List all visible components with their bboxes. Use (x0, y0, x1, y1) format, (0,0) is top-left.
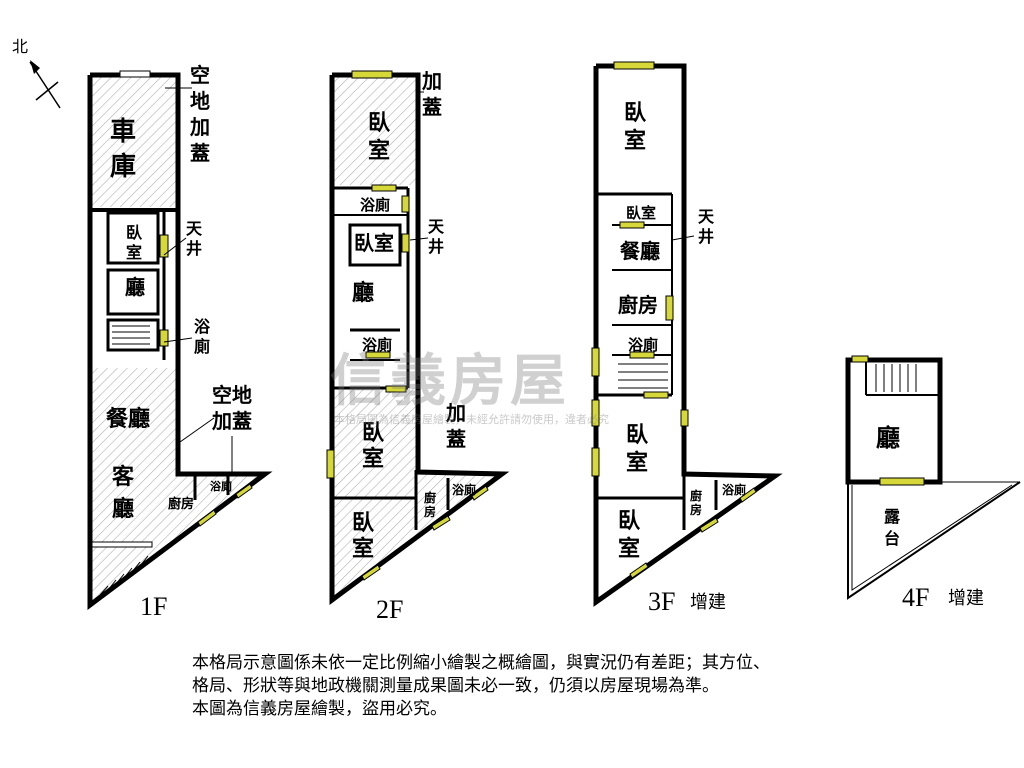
compass: 北 (12, 37, 61, 109)
f3-bath2: 浴廁 (722, 482, 746, 497)
bedroom-label-2: 室 (126, 243, 142, 262)
skylight-1: 天 (186, 219, 203, 238)
disclaimer-line-2: 格局、形狀等與地政機關測量成果圖未必一致，仍須以房屋現場為準。 (192, 676, 719, 696)
f2-kitchen-2: 房 (424, 504, 436, 519)
bath-1: 浴 (194, 317, 211, 336)
f2-addon-top-2: 蓋 (422, 95, 442, 119)
f2-bedroom3-1: 臥 (362, 420, 385, 446)
f2-bedroom4-2: 室 (352, 536, 374, 562)
f3-bath1: 浴廁 (628, 336, 658, 354)
addon-top-4: 蓋 (190, 141, 210, 165)
living-label-2: 廳 (112, 496, 134, 522)
bath2-label: 浴廁 (210, 479, 232, 493)
f4-terrace-1: 露 (884, 507, 901, 526)
f3-bedroom3-1: 臥 (626, 422, 649, 448)
f2-bedroom4-1: 臥 (352, 510, 375, 536)
f3-bedroom3-2: 室 (626, 450, 648, 476)
bedroom-label-1: 臥 (126, 223, 143, 242)
floor-1f: 車 庫 空 地 加 蓋 臥 室 天 井 廳 浴 廁 餐廳 空地 加蓋 客 廳 廚… (87, 63, 273, 621)
f2-addon-top-1: 加 (421, 69, 442, 93)
floor-3f: 臥 室 臥室 天 井 餐廳 廚房 浴廁 臥 室 廚 房 浴廁 臥 室 3F 增建 (591, 61, 783, 616)
f3-bedroom2: 臥室 (626, 204, 656, 222)
garage-label-2: 庫 (110, 152, 136, 182)
disclaimer-line-1: 本格局示意圖係未依一定比例縮小繪製之概繪圖，與實況仍有差距；其方位、 (192, 653, 770, 673)
dining-label: 餐廳 (106, 406, 150, 432)
watermark-sub: 本格局圖為信義房屋繪製，未經允許請勿使用，違者必究 (334, 413, 609, 426)
bath-2: 廁 (194, 337, 210, 356)
addon-mid-2: 加蓋 (211, 409, 252, 433)
f4-hall: 廳 (876, 423, 900, 452)
watermark-brand: 信義房屋 (330, 349, 570, 414)
addon-top-2: 地 (190, 89, 210, 113)
hall-label: 廳 (125, 275, 145, 299)
f2-bedroom3-2: 室 (362, 446, 384, 472)
f2-bath2: 浴廁 (362, 336, 392, 354)
f3-skylight-2: 井 (698, 227, 714, 246)
f2-bedroom1-2: 室 (368, 138, 390, 164)
f3-kitchen: 廚房 (618, 293, 658, 317)
living-label-1: 客 (112, 464, 135, 490)
floor-2f: 加 蓋 臥 室 浴廁 天 井 臥室 廳 浴廁 加 蓋 臥 室 廚 房 浴廁 臥 … (326, 69, 510, 624)
f3-bedroom4-1: 臥 (618, 508, 641, 534)
addon-top-3: 加 (189, 115, 210, 139)
f2-bedroom1-1: 臥 (368, 110, 391, 136)
f2-addon-mid-2: 蓋 (446, 427, 466, 451)
f4-terrace-2: 台 (884, 529, 900, 548)
floor-label-3f: 3F (648, 587, 675, 616)
floor-4f-extra: 增建 (948, 588, 984, 609)
disclaimer-line-3: 本圖為信義房屋繪製，盜用必究。 (192, 699, 447, 719)
disclaimer: 本格局示意圖係未依一定比例縮小繪製之概繪圖，與實況仍有差距；其方位、 格局、形狀… (192, 652, 972, 721)
f3-bedroom1-1: 臥 (624, 100, 647, 126)
f2-skylight-2: 井 (428, 237, 444, 256)
garage-label-1: 車 (110, 117, 136, 147)
f2-skylight-1: 天 (428, 217, 445, 236)
f3-dining: 餐廳 (620, 239, 660, 263)
f3-bedroom4-2: 室 (618, 536, 640, 562)
floor-4f: 廳 露 台 4F 增建 (845, 355, 1021, 612)
f2-bedroom2: 臥室 (354, 231, 394, 255)
f3-kitchen2-1: 廚 (690, 488, 702, 503)
f2-hall: 廳 (352, 280, 374, 306)
addon-mid-1: 空地 (212, 383, 252, 407)
f2-kitchen-1: 廚 (424, 490, 436, 505)
f2-bath1: 浴廁 (360, 196, 390, 214)
floor-label-1f: 1F (140, 592, 167, 621)
floor-label-2f: 2F (376, 595, 403, 624)
addon-top-1: 空 (190, 63, 210, 87)
floor-3f-extra: 增建 (690, 592, 726, 613)
floor-label-4f: 4F (902, 583, 929, 612)
f3-kitchen2-2: 房 (690, 502, 702, 517)
kitchen-label: 廚房 (168, 496, 194, 512)
compass-north-label: 北 (12, 37, 28, 56)
f2-addon-mid-1: 加 (445, 401, 466, 425)
f3-skylight-1: 天 (698, 207, 715, 226)
skylight-2: 井 (186, 239, 202, 258)
f3-bedroom1-2: 室 (624, 128, 646, 154)
f2-bath3: 浴廁 (452, 482, 476, 497)
